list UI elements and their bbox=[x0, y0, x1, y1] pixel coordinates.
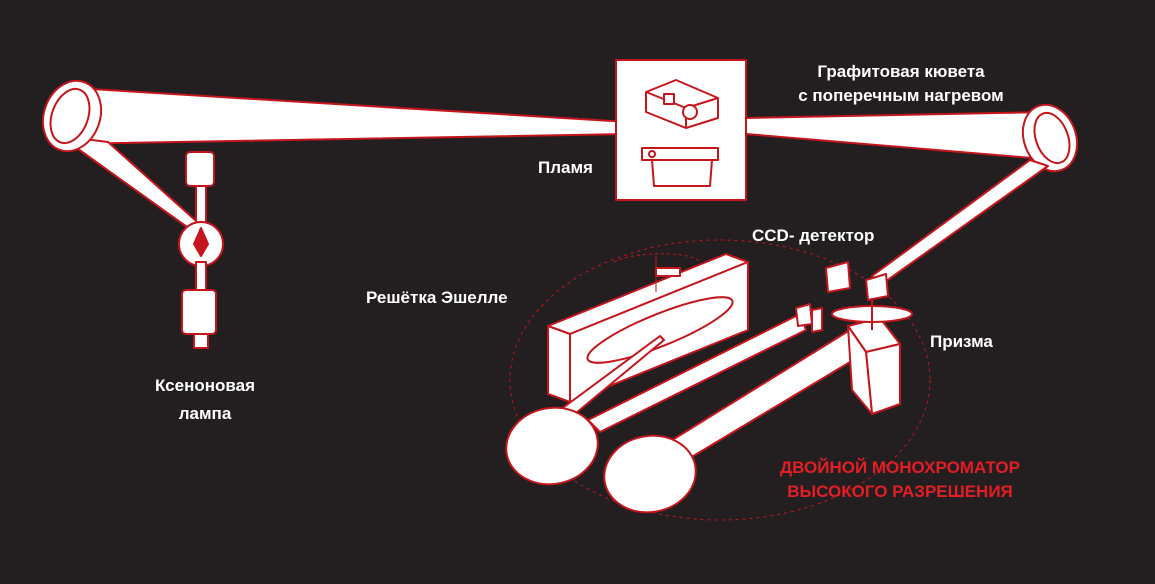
xenon-lamp-label: Ксеноновая лампа bbox=[120, 374, 290, 426]
xenon-lamp bbox=[178, 151, 224, 349]
flame-burner-icon bbox=[641, 147, 719, 187]
graphite-cuvette-label-line-2: с поперечным нагревом bbox=[798, 86, 1004, 105]
left-mirror bbox=[41, 79, 103, 153]
graphite-cuvette-label: Графитовая кювета с поперечным нагревом bbox=[776, 60, 1026, 108]
echelle-grating-label: Решётка Эшелле bbox=[366, 288, 508, 307]
grating-rotation-indicator bbox=[613, 253, 701, 263]
ccd-detector bbox=[795, 261, 889, 333]
double-monochromator-label-line-1: ДВОЙНОЙ МОНОХРОМАТОР bbox=[780, 458, 1020, 477]
prism-label: Призма bbox=[930, 332, 993, 351]
prism bbox=[847, 317, 901, 415]
beam-entrance bbox=[871, 159, 1049, 285]
collimator-mirror-2 bbox=[603, 434, 697, 514]
graphite-cuvette-icon bbox=[645, 79, 719, 129]
ccd-detector-label: CCD- детектор bbox=[752, 226, 875, 245]
beam-lamp bbox=[59, 135, 205, 233]
xenon-lamp-label-line-2: лампа bbox=[178, 404, 232, 423]
beam-upper-left bbox=[61, 87, 629, 145]
double-monochromator-label-line-2: ВЫСОКОГО РАЗРЕШЕНИЯ bbox=[787, 482, 1013, 501]
echelle-grating bbox=[547, 253, 749, 403]
double-monochromator-label: ДВОЙНОЙ МОНОХРОМАТОР ВЫСОКОГО РАЗРЕШЕНИЯ bbox=[760, 456, 1040, 504]
flame-label: Пламя bbox=[538, 158, 593, 177]
monochromator-boundary bbox=[509, 239, 931, 521]
beam-slit bbox=[587, 313, 807, 433]
left-mirror-face bbox=[49, 87, 91, 145]
collimator-mirror-1 bbox=[505, 406, 599, 486]
beam-upper-right bbox=[745, 111, 1057, 161]
right-mirror-face bbox=[1033, 111, 1071, 165]
graphite-cuvette-label-line-1: Графитовая кювета bbox=[817, 62, 985, 81]
xenon-lamp-label-line-1: Ксеноновая bbox=[155, 376, 255, 395]
